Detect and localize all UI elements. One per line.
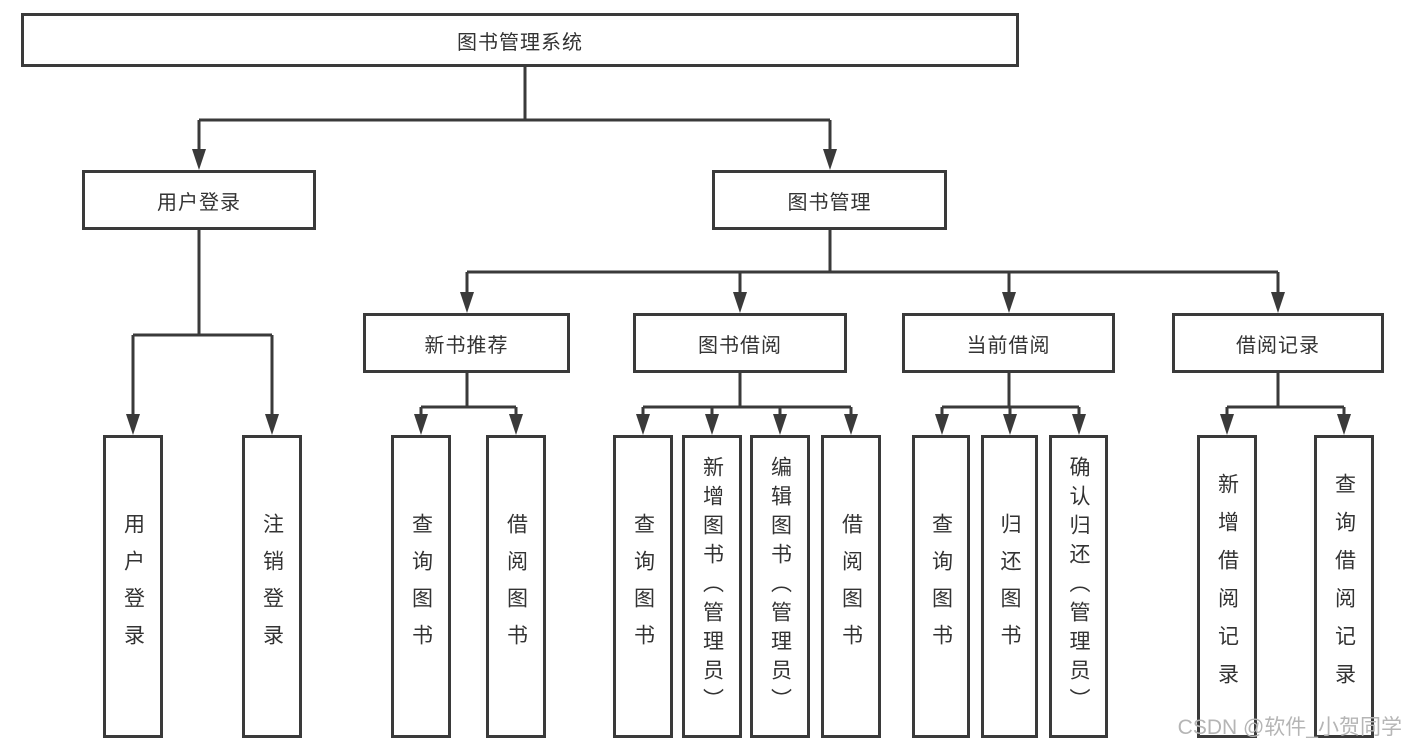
leaf-query-borrow-record: 查询借阅记录	[1314, 435, 1374, 738]
arrowhead	[844, 414, 858, 435]
connector-currentborrow-to-leaves	[940, 373, 1081, 421]
leaf-borrow-books-1: 借阅图书	[486, 435, 546, 738]
leaf-confirm-return-admin-label: 确认归还（管理员）	[1067, 456, 1090, 717]
node-book-borrow-label: 图书借阅	[698, 334, 782, 357]
arrowhead	[773, 414, 787, 435]
leaf-return-books: 归还图书	[981, 435, 1038, 738]
leaf-user-login-label: 用户登录	[121, 512, 145, 661]
connector-root-to-level2	[197, 65, 832, 155]
arrowhead	[1337, 414, 1351, 435]
arrowheads	[126, 149, 1351, 435]
node-root-system: 图书管理系统	[21, 13, 1019, 67]
arrowhead	[1220, 414, 1234, 435]
leaf-query-books-3: 查询图书	[912, 435, 970, 738]
leaf-query-borrow-record-label: 查询借阅记录	[1332, 472, 1356, 701]
csdn-watermark: CSDN @软件_小贺同学	[1177, 716, 1402, 739]
leaf-add-borrow-record-label: 新增借阅记录	[1215, 472, 1239, 701]
leaf-edit-books-admin-label: 编辑图书（管理员）	[768, 456, 792, 717]
arrowhead	[733, 292, 747, 313]
arrowhead	[509, 414, 523, 435]
leaf-query-books-3-label: 查询图书	[929, 512, 953, 661]
arrowhead	[1003, 414, 1017, 435]
leaf-edit-books-admin: 编辑图书（管理员）	[750, 435, 810, 738]
leaf-return-books-label: 归还图书	[998, 512, 1021, 661]
arrowhead	[636, 414, 650, 435]
arrowhead	[823, 149, 837, 170]
leaf-add-books-admin-label: 新增图书（管理员）	[700, 456, 724, 717]
arrowhead	[705, 414, 719, 435]
node-new-book-recommend-label: 新书推荐	[424, 334, 509, 357]
node-book-management-label: 图书管理	[787, 191, 872, 214]
connector-userlogin-to-leaves	[131, 230, 274, 420]
leaf-query-books-1: 查询图书	[391, 435, 451, 738]
node-borrow-records-label: 借阅记录	[1236, 334, 1320, 357]
connector-newbook-to-leaves	[419, 373, 518, 421]
node-current-borrow-label: 当前借阅	[966, 334, 1051, 357]
node-root-label: 图书管理系统	[457, 31, 583, 54]
arrowhead	[1072, 414, 1086, 435]
leaf-query-books-1-label: 查询图书	[409, 512, 433, 661]
arrowhead	[935, 414, 949, 435]
arrowhead	[265, 414, 279, 435]
arrowhead	[1002, 292, 1016, 313]
leaf-query-books-2: 查询图书	[613, 435, 673, 738]
node-current-borrow: 当前借阅	[902, 313, 1115, 373]
arrowhead	[460, 292, 474, 313]
leaf-add-books-admin: 新增图书（管理员）	[682, 435, 742, 738]
node-book-management: 图书管理	[712, 170, 947, 230]
leaf-logout: 注销登录	[242, 435, 302, 738]
node-book-borrow: 图书借阅	[633, 313, 847, 373]
leaf-user-login: 用户登录	[103, 435, 163, 738]
connector-bookmgmt-to-level3	[465, 230, 1280, 298]
leaf-borrow-books-1-label: 借阅图书	[504, 512, 528, 661]
arrowhead	[1271, 292, 1285, 313]
arrowhead	[126, 414, 140, 435]
arrowhead	[414, 414, 428, 435]
connector-bookborrow-to-leaves	[641, 373, 853, 421]
leaf-logout-label: 注销登录	[260, 512, 284, 661]
leaf-borrow-books-2: 借阅图书	[821, 435, 881, 738]
connector-records-to-leaves	[1225, 373, 1346, 421]
node-borrow-records: 借阅记录	[1172, 313, 1384, 373]
node-new-book-recommend: 新书推荐	[363, 313, 570, 373]
node-user-login: 用户登录	[82, 170, 316, 230]
leaf-borrow-books-2-label: 借阅图书	[839, 512, 863, 661]
arrowhead	[192, 149, 206, 170]
leaf-confirm-return-admin: 确认归还（管理员）	[1049, 435, 1108, 738]
node-user-login-label: 用户登录	[157, 191, 241, 214]
leaf-add-borrow-record: 新增借阅记录	[1197, 435, 1257, 738]
leaf-query-books-2-label: 查询图书	[631, 512, 655, 661]
